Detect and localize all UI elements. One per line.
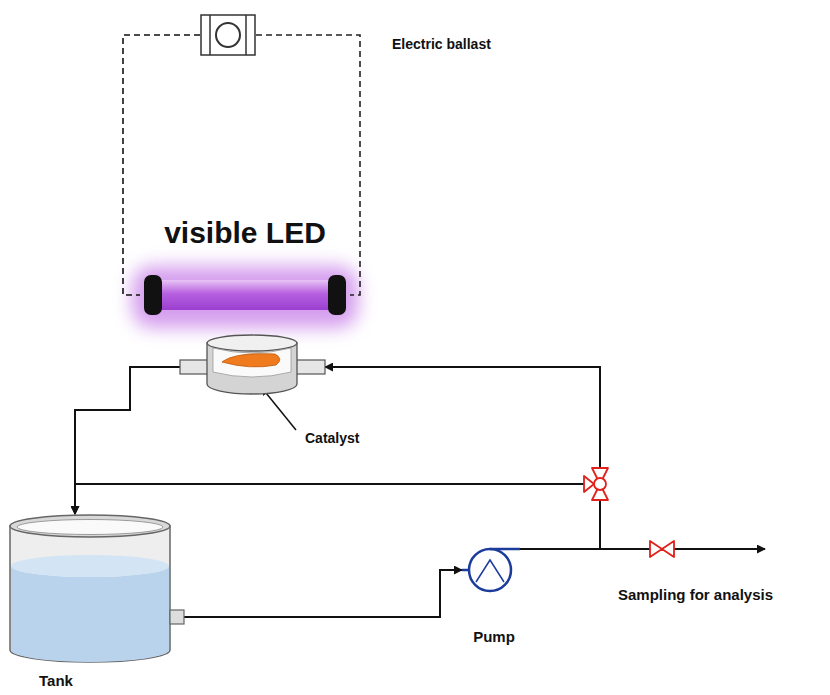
led-lamp-outline xyxy=(140,268,350,322)
ballast-label: Electric ballast xyxy=(392,36,491,52)
ballast-wire xyxy=(123,35,200,295)
ballast-symbol: Electric ballast xyxy=(200,14,256,56)
sampling-label: Sampling for analysis xyxy=(618,586,773,603)
tank-vessel-outline xyxy=(8,514,184,666)
tank-label: Tank xyxy=(39,672,73,689)
pump-label: Pump xyxy=(473,628,515,645)
ballast-symbol-outline xyxy=(200,14,256,56)
pump-symbol: Pump xyxy=(462,540,520,598)
reactor-cell-outline xyxy=(180,332,325,398)
sampling-valve xyxy=(650,541,674,557)
catalyst-label: Catalyst xyxy=(305,430,359,446)
sampling-line xyxy=(600,548,765,550)
three-way-valve xyxy=(584,468,608,500)
led-glow xyxy=(132,266,358,328)
led-label: visible LED xyxy=(164,216,326,251)
reactor-cell: Catalyst xyxy=(180,332,325,398)
pump-symbol-outline xyxy=(462,540,520,598)
led-lamp: visible LED xyxy=(140,268,350,322)
catalyst-leader xyxy=(262,388,296,430)
ballast-wire xyxy=(256,35,360,295)
pipe-tank-pump xyxy=(184,570,462,617)
pipe-reactor-tank xyxy=(75,367,180,514)
tank-vessel: Tank xyxy=(8,514,184,666)
pipe-pump-reactor xyxy=(325,367,600,549)
